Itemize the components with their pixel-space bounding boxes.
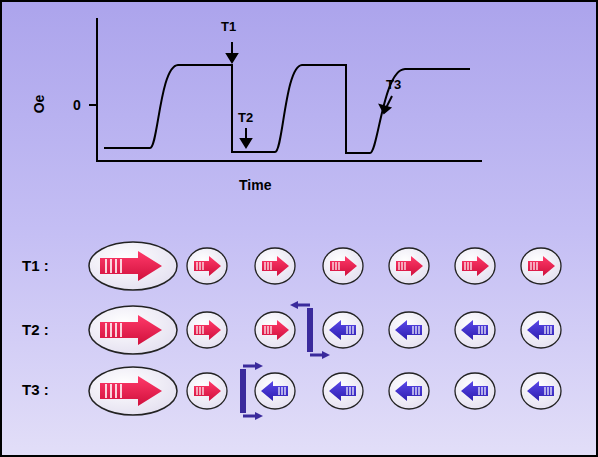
magnetization-arrow — [194, 381, 221, 401]
grain — [255, 373, 295, 409]
grain — [455, 373, 495, 409]
magnetization-arrow — [194, 320, 221, 340]
axis-label: Oe — [32, 95, 46, 114]
magnetization-arrow — [461, 320, 488, 340]
time-marker: T2 — [238, 111, 253, 124]
magnetization-arrow — [329, 320, 356, 340]
large-grain — [89, 242, 177, 290]
grain — [187, 248, 227, 284]
grain — [255, 248, 295, 284]
magnetization-arrow — [395, 320, 422, 340]
grain — [521, 312, 561, 348]
grain — [455, 312, 495, 348]
row-label: T2 : — [22, 322, 49, 337]
axis-label: Time — [239, 178, 271, 192]
grain — [521, 373, 561, 409]
magnetization-arrow — [262, 320, 289, 340]
grain — [521, 248, 561, 284]
magnetization-arrow — [194, 256, 221, 276]
time-marker: T3 — [386, 78, 401, 91]
magnetization-arrow — [330, 256, 357, 276]
grain — [323, 248, 363, 284]
magnetization-arrow — [396, 256, 423, 276]
axis-label: 0 — [73, 98, 81, 112]
row-label: T3 : — [22, 382, 49, 397]
large-grain — [89, 367, 177, 415]
grain — [187, 373, 227, 409]
grain — [455, 248, 495, 284]
large-grain — [89, 306, 177, 354]
grain — [389, 312, 429, 348]
magnetization-arrow — [262, 256, 289, 276]
magnetization-arrow — [100, 251, 162, 281]
domain-wall — [290, 301, 330, 359]
magnetization-arrow — [261, 381, 288, 401]
grain — [255, 312, 295, 348]
grain — [323, 312, 363, 348]
grain — [323, 373, 363, 409]
domain-wall — [240, 362, 263, 420]
magnetization-arrow — [395, 381, 422, 401]
row-label: T1 : — [22, 258, 49, 273]
magnetization-arrow — [527, 320, 554, 340]
magnetization-arrow — [462, 256, 489, 276]
magnetization-arrow — [461, 381, 488, 401]
magnetization-arrow — [528, 256, 555, 276]
magnetization-arrow — [100, 315, 162, 345]
magnetization-arrow — [329, 381, 356, 401]
grain — [389, 248, 429, 284]
grain — [187, 312, 227, 348]
magnetization-arrow — [100, 376, 162, 406]
grain — [389, 373, 429, 409]
magnetization-arrow — [527, 381, 554, 401]
time-marker: T1 — [221, 20, 236, 33]
